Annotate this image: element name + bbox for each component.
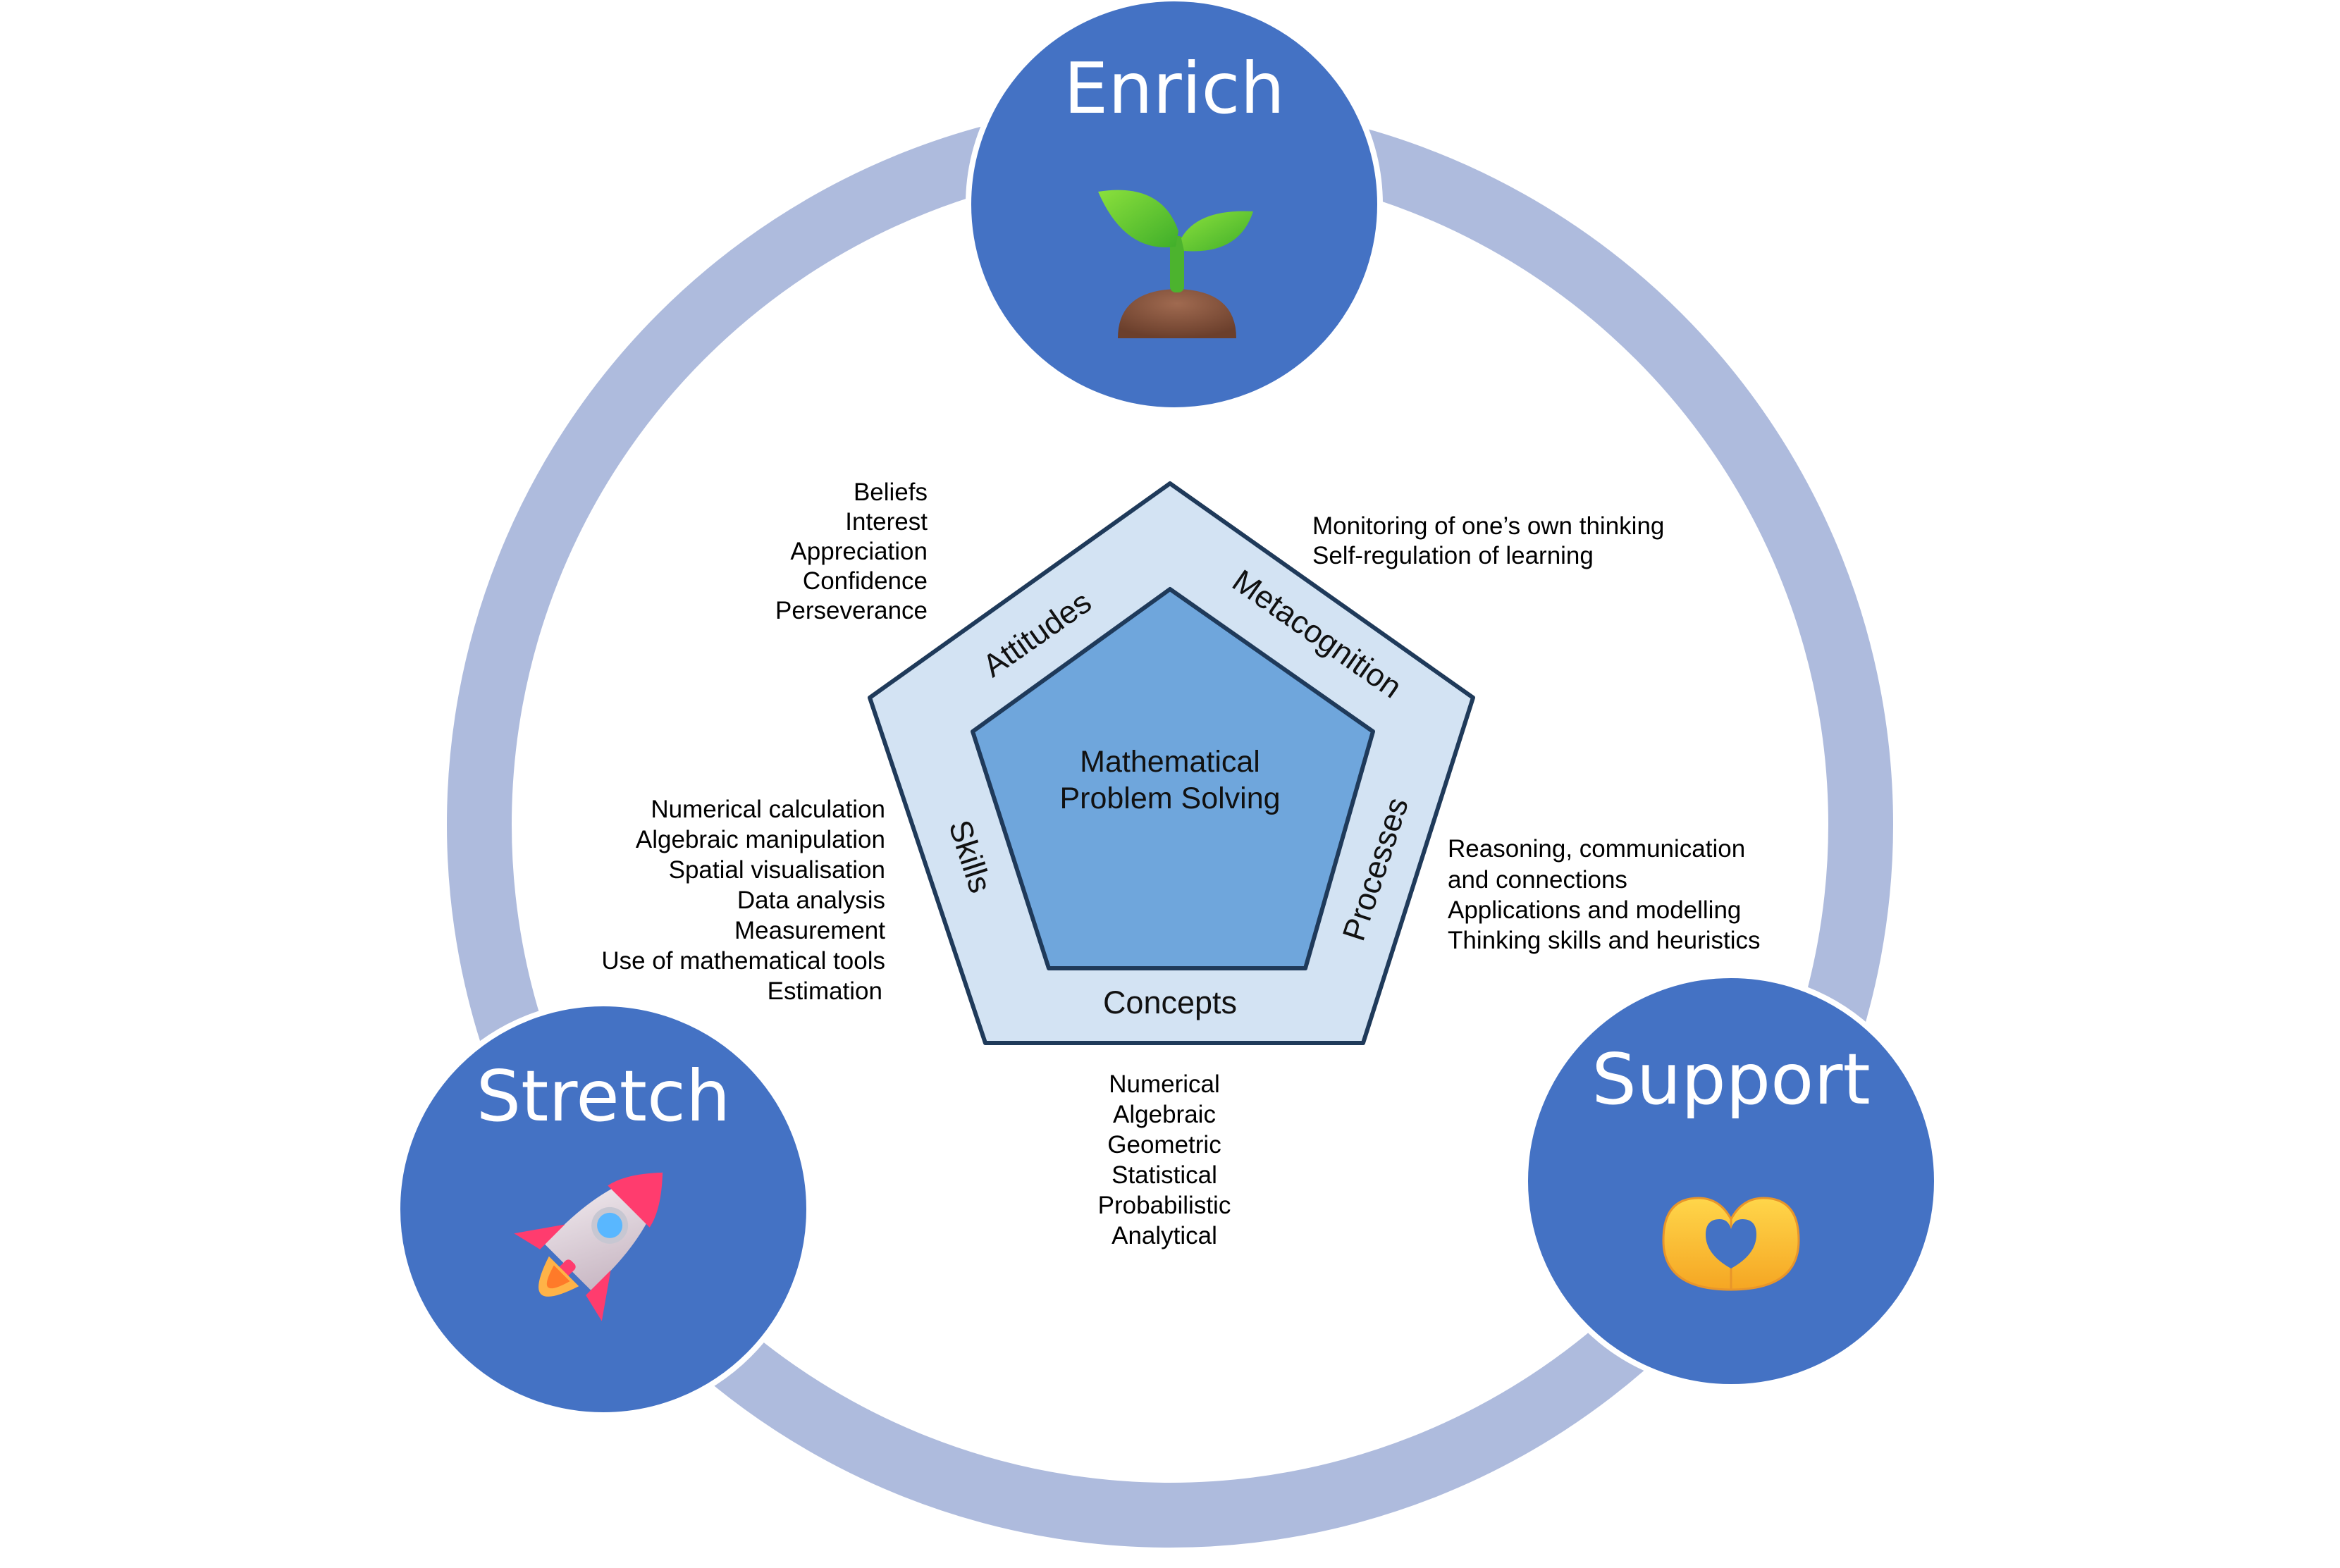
list-item: Numerical calculation xyxy=(651,796,885,823)
list-item: Self-regulation of learning xyxy=(1312,542,1594,569)
stretch-title: Stretch xyxy=(476,1055,731,1137)
list-item: Estimation xyxy=(768,977,882,1005)
core-title-line2: Problem Solving xyxy=(1059,782,1280,815)
support-title: Support xyxy=(1591,1038,1870,1121)
list-item: and connections xyxy=(1448,866,1627,894)
seedling-icon xyxy=(1098,190,1253,338)
list-item: Thinking skills and heuristics xyxy=(1448,927,1761,954)
pentagon-framework: Mathematical Problem Solving Attitudes M… xyxy=(868,481,1475,1045)
list-item: Measurement xyxy=(734,917,885,944)
list-item: Statistical xyxy=(1112,1161,1217,1189)
list-item: Geometric xyxy=(1107,1131,1221,1159)
core-title-line1: Mathematical xyxy=(1080,745,1260,779)
list-item: Reasoning, communication xyxy=(1448,835,1745,863)
stretch-badge: Stretch xyxy=(395,1001,812,1418)
concepts-list: Numerical Algebraic Geometric Statistica… xyxy=(1098,1070,1231,1249)
list-item: Analytical xyxy=(1112,1222,1217,1249)
list-item: Beliefs xyxy=(854,479,928,506)
skills-list: Numerical calculation Algebraic manipula… xyxy=(601,796,885,1005)
list-item: Probabilistic xyxy=(1098,1192,1231,1219)
processes-list: Reasoning, communication and connections… xyxy=(1448,835,1761,954)
attitudes-list: Beliefs Interest Appreciation Confidence… xyxy=(775,479,928,624)
heart-hands-icon xyxy=(1662,1197,1800,1291)
list-item: Algebraic manipulation xyxy=(636,826,885,853)
rocket-icon xyxy=(514,1172,663,1321)
pentagon-inner xyxy=(971,587,1375,970)
list-item: Spatial visualisation xyxy=(669,856,885,884)
list-item: Use of mathematical tools xyxy=(601,947,885,975)
list-item: Numerical xyxy=(1109,1070,1220,1098)
enrich-badge-circle xyxy=(966,0,1383,413)
list-item: Data analysis xyxy=(737,887,885,914)
list-item: Appreciation xyxy=(790,538,928,565)
enrich-title: Enrich xyxy=(1064,47,1285,130)
list-item: Applications and modelling xyxy=(1448,896,1741,924)
list-item: Perseverance xyxy=(775,597,928,624)
list-item: Algebraic xyxy=(1113,1101,1216,1128)
enrich-badge: Enrich xyxy=(966,0,1383,413)
list-item: Interest xyxy=(845,508,928,536)
support-badge-circle xyxy=(1522,973,1940,1390)
metacognition-list: Monitoring of one’s own thinking Self-re… xyxy=(1312,512,1664,569)
list-item: Confidence xyxy=(803,567,928,595)
ring-label-concepts: Concepts xyxy=(1103,984,1237,1020)
list-item: Monitoring of one’s own thinking xyxy=(1312,512,1664,540)
support-badge: Support xyxy=(1522,973,1940,1390)
